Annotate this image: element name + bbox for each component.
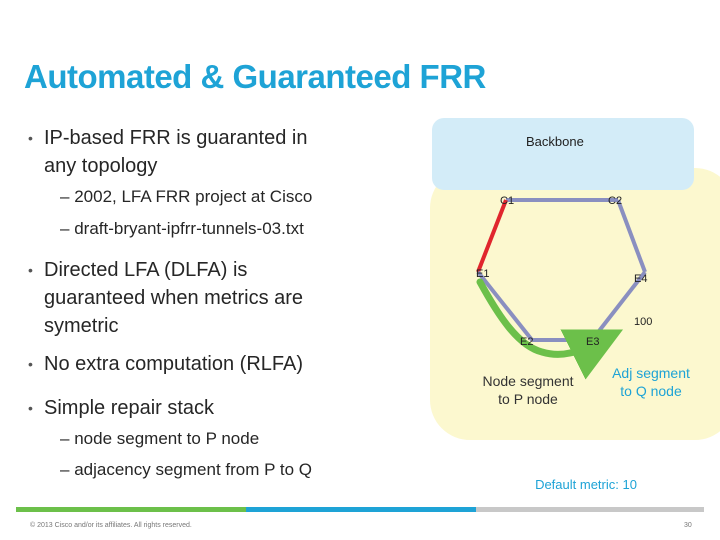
node-e4-label: E4	[634, 273, 648, 285]
page-number: 30	[684, 522, 692, 529]
bullet-icon: •	[28, 400, 33, 416]
link-e1-e2	[476, 270, 534, 342]
bullet-rlfa: • No extra computation (RLFA)	[28, 350, 303, 378]
adj-segment-caption: Adj segment to Q node	[596, 364, 706, 400]
bullet-ip-frr: • IP-based FRR is guaranted in any topol…	[28, 124, 307, 180]
link-e4-e3	[590, 270, 647, 342]
node-e2-label: E2	[520, 336, 534, 348]
copyright-text: © 2013 Cisco and/or its affiliates. All …	[30, 522, 192, 529]
bullet-icon: •	[28, 130, 33, 146]
caption-line: Node segment	[482, 373, 574, 389]
sub-bullet-draft: – draft-bryant-ipfrr-tunnels-03.txt	[60, 218, 304, 240]
sub-bullet-adjacency: – adjacency segment from P to Q	[60, 459, 312, 481]
node-c1-label: C1	[500, 195, 515, 207]
network-diagram: Backbone C1 C2 E1 E4 E2 E3 100 Node segm…	[420, 110, 720, 530]
sub-bullet-node-segment: – node segment to P node	[60, 428, 259, 450]
node-e1-label: E1	[476, 268, 490, 280]
slide-title: Automated & Guaranteed FRR	[24, 58, 486, 95]
footer-bar-green	[16, 507, 246, 512]
caption-line: Adj segment	[612, 365, 690, 381]
link-c1-e1-failed	[476, 199, 508, 273]
bullet-text: Directed LFA (DLFA) is	[44, 259, 248, 281]
bullet-text: No extra computation (RLFA)	[44, 353, 303, 375]
link-c2-e4	[616, 199, 647, 273]
bullet-icon: •	[28, 356, 33, 372]
node-c2-label: C2	[608, 195, 623, 207]
dash-icon: –	[60, 460, 70, 479]
repair-path	[476, 278, 624, 380]
node-segment-caption: Node segment to P node	[470, 372, 586, 408]
region-area	[430, 168, 720, 440]
bullet-dlfa: • Directed LFA (DLFA) is guaranteed when…	[28, 256, 303, 340]
bullet-text: guaranteed when metrics are	[44, 287, 304, 309]
node-e3-label: E3	[586, 336, 600, 348]
link-metric-label: 100	[634, 316, 653, 328]
dash-icon: –	[60, 429, 70, 448]
footer-color-bar	[16, 507, 704, 514]
sub-bullet-text: 2002, LFA FRR project at Cisco	[74, 187, 313, 206]
sub-bullet-text: node segment to P node	[74, 429, 260, 448]
bullet-text: IP-based FRR is guaranted in	[44, 127, 308, 149]
sub-bullet-lfa: – 2002, LFA FRR project at Cisco	[60, 186, 312, 208]
bullet-list: • IP-based FRR is guaranted in any topol…	[28, 124, 312, 481]
dash-icon: –	[60, 187, 70, 206]
bullet-text: any topology	[44, 155, 158, 177]
dash-icon: –	[60, 219, 70, 238]
bullet-icon: •	[28, 262, 33, 278]
bullet-text: symetric	[44, 315, 119, 337]
bullet-text: Simple repair stack	[44, 397, 215, 419]
caption-line: to Q node	[620, 383, 682, 399]
default-metric-label: Default metric: 10	[535, 477, 637, 492]
footer-bar-grey	[476, 507, 704, 512]
sub-bullet-text: draft-bryant-ipfrr-tunnels-03.txt	[74, 219, 304, 238]
backbone-label: Backbone	[526, 134, 584, 149]
backbone-area	[432, 118, 694, 190]
bullet-repair-stack: • Simple repair stack	[28, 394, 214, 422]
footer-bar-blue	[246, 507, 476, 512]
sub-bullet-text: adjacency segment from P to Q	[74, 460, 313, 479]
topology-graphic	[430, 118, 720, 440]
caption-line: to P node	[498, 391, 558, 407]
